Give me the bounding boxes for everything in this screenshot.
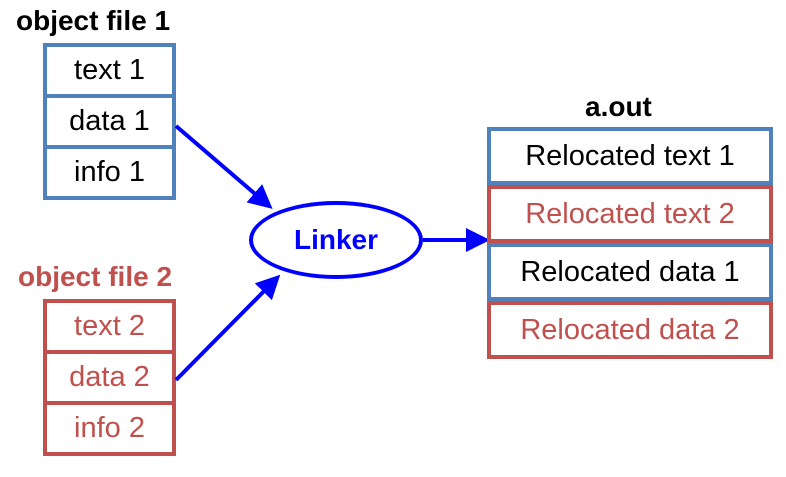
object-file-2-stack: text 2 data 2 info 2: [43, 299, 176, 456]
aout-title: a.out: [585, 91, 652, 122]
linker-label: Linker: [293, 224, 379, 255]
aout-section-relocated-data-2: Relocated data 2: [487, 301, 773, 359]
object-file-1-stack: text 1 data 1 info 1: [43, 43, 176, 200]
object-file-1-section-text: text 1: [43, 43, 176, 98]
object-file-2-section-text: text 2: [43, 299, 176, 354]
object-file-2-section-info: info 2: [43, 401, 176, 456]
object-file-1-title: object file 1: [16, 5, 171, 36]
linker-node: Linker: [249, 201, 423, 279]
aout-section-relocated-data-1: Relocated data 1: [487, 243, 773, 301]
aout-section-relocated-text-1: Relocated text 1: [487, 127, 773, 185]
object-file-2-title: object file 2: [18, 261, 173, 292]
arrow-object2-to-linker: [174, 274, 281, 382]
object-file-1-section-data: data 1: [43, 94, 176, 149]
object-file-1-section-info: info 1: [43, 145, 176, 200]
aout-stack: Relocated text 1 Relocated text 2 Reloca…: [487, 127, 773, 359]
arrow-object1-to-linker: [174, 124, 273, 209]
aout-section-relocated-text-2: Relocated text 2: [487, 185, 773, 243]
object-file-2-section-data: data 2: [43, 350, 176, 405]
